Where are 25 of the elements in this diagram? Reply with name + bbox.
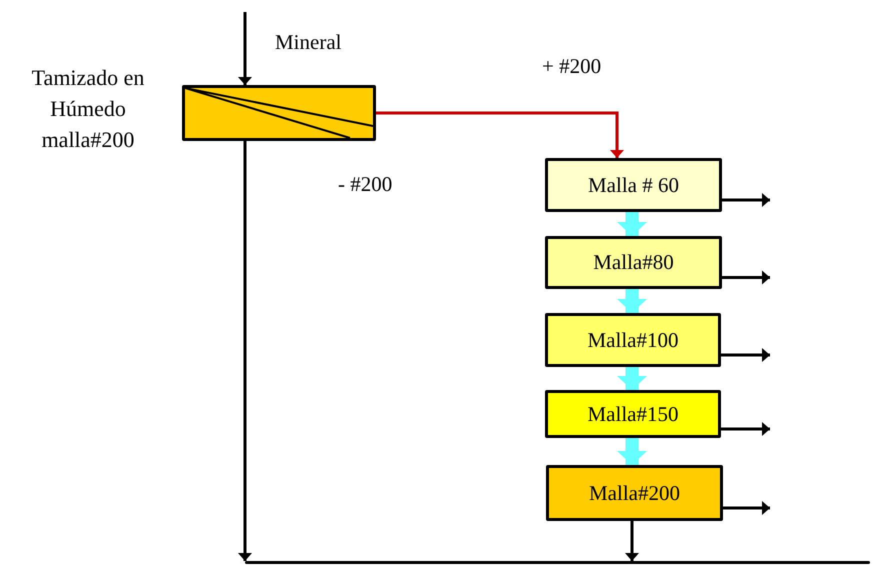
arrow bbox=[617, 438, 647, 465]
process-label: Tamizado en Húmedo malla#200 bbox=[30, 64, 146, 154]
arrow bbox=[617, 289, 647, 313]
box-label: Malla#100 bbox=[588, 328, 678, 352]
box-label: Malla#150 bbox=[588, 402, 678, 426]
arrow bbox=[723, 501, 770, 515]
box-label: Malla # 60 bbox=[588, 172, 679, 198]
sieve-box bbox=[545, 313, 721, 367]
arrow bbox=[722, 193, 770, 207]
arrow bbox=[625, 521, 639, 561]
arrow bbox=[238, 12, 252, 85]
collector-line bbox=[245, 561, 870, 564]
arrow bbox=[721, 348, 770, 362]
arrow bbox=[376, 112, 624, 158]
arrow bbox=[721, 422, 770, 436]
sieve-box bbox=[545, 158, 722, 212]
arrow bbox=[722, 270, 770, 284]
box-label: Malla#80 bbox=[593, 250, 674, 275]
arrow bbox=[238, 141, 252, 561]
arrow bbox=[617, 212, 647, 236]
arrow bbox=[617, 367, 647, 390]
sieve-box bbox=[545, 390, 721, 438]
sieve-box bbox=[546, 465, 723, 521]
box-label: Malla#200 bbox=[589, 480, 680, 506]
sieve-box bbox=[545, 236, 722, 289]
